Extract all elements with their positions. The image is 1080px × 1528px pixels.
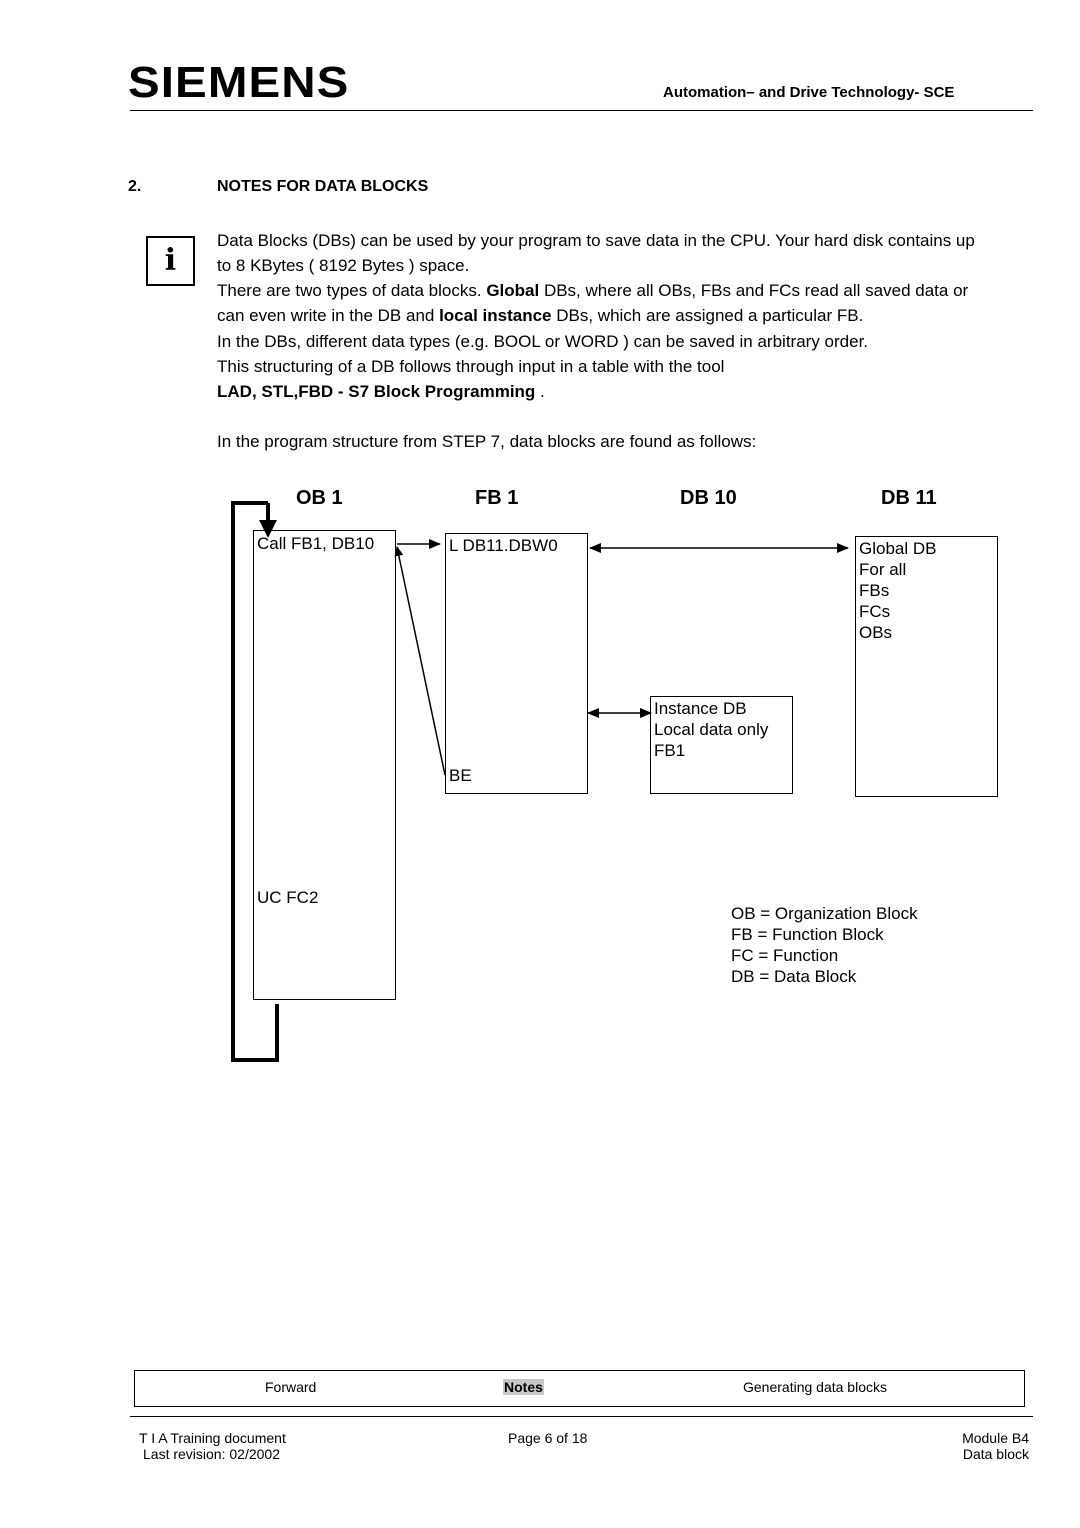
body-line-5: In the DBs, different data types (e.g. B… bbox=[217, 332, 869, 351]
header-subtitle: Automation– and Drive Technology- SCE bbox=[663, 84, 955, 101]
db10-line-3: FB1 bbox=[654, 741, 686, 760]
nav-notes-link[interactable]: Notes bbox=[503, 1379, 544, 1395]
footer-topic: Data block bbox=[962, 1446, 1029, 1462]
nav-next-link[interactable]: Generating data blocks bbox=[743, 1379, 887, 1395]
section-number: 2. bbox=[128, 178, 142, 195]
siemens-logo: SIEMENS bbox=[128, 58, 350, 107]
db11-line-5: OBs bbox=[859, 623, 893, 642]
abbreviation-legend: OB = Organization Block FB = Function Bl… bbox=[731, 903, 918, 987]
footer-revision: Last revision: 02/2002 bbox=[143, 1446, 280, 1462]
nav-forward-link[interactable]: Forward bbox=[265, 1379, 317, 1395]
fb1-label: FB 1 bbox=[475, 487, 519, 509]
info-icon: i bbox=[146, 236, 195, 286]
return-arrow bbox=[394, 546, 446, 776]
section-title: NOTES FOR DATA BLOCKS bbox=[217, 178, 429, 195]
legend-ob: OB = Organization Block bbox=[731, 904, 918, 923]
db10-line-1: Instance DB bbox=[654, 699, 747, 718]
db11-block bbox=[855, 536, 998, 797]
body-line-2: to 8 KBytes ( 8192 Bytes ) space. bbox=[217, 256, 470, 275]
legend-db: DB = Data Block bbox=[731, 967, 857, 986]
navigation-bar bbox=[134, 1370, 1025, 1407]
footer-module: Module B4 bbox=[962, 1430, 1029, 1446]
ob1-uc-text: UC FC2 bbox=[257, 888, 319, 907]
db11-line-2: For all bbox=[859, 560, 907, 579]
fb1-be-text: BE bbox=[449, 766, 472, 785]
db11-line-4: FCs bbox=[859, 602, 891, 621]
ob1-cycle-loop bbox=[231, 501, 279, 1062]
header-divider bbox=[130, 110, 1033, 111]
fb1-block bbox=[445, 533, 588, 794]
db10-label: DB 10 bbox=[680, 487, 737, 509]
db10-line-2: Local data only bbox=[654, 720, 769, 739]
ob1-block bbox=[253, 530, 396, 1000]
body-line-1: Data Blocks (DBs) can be used by your pr… bbox=[217, 231, 975, 250]
db11-line-1: Global DB bbox=[859, 539, 937, 558]
db11-line-3: FBs bbox=[859, 581, 890, 600]
fb1-load-text: L DB11.DBW0 bbox=[449, 536, 558, 555]
footer-doc-title: T I A Training document bbox=[139, 1430, 286, 1446]
legend-fb: FB = Function Block bbox=[731, 925, 884, 944]
ob1-call-text: Call FB1, DB10 bbox=[257, 534, 375, 553]
body-line-6: This structuring of a DB follows through… bbox=[217, 357, 725, 376]
footer-divider bbox=[130, 1416, 1033, 1417]
body-line-4: can even write in the DB and local insta… bbox=[217, 306, 864, 325]
legend-fc: FC = Function bbox=[731, 946, 839, 965]
db11-label: DB 11 bbox=[881, 487, 937, 509]
body-line-7: LAD, STL,FBD - S7 Block Programming . bbox=[217, 382, 545, 401]
page-number: Page 6 of 18 bbox=[508, 1430, 588, 1446]
body-line-3: There are two types of data blocks. Glob… bbox=[217, 281, 969, 300]
body-line-8: In the program structure from STEP 7, da… bbox=[217, 432, 757, 451]
ob1-label: OB 1 bbox=[296, 487, 343, 509]
db10-block bbox=[650, 696, 793, 794]
